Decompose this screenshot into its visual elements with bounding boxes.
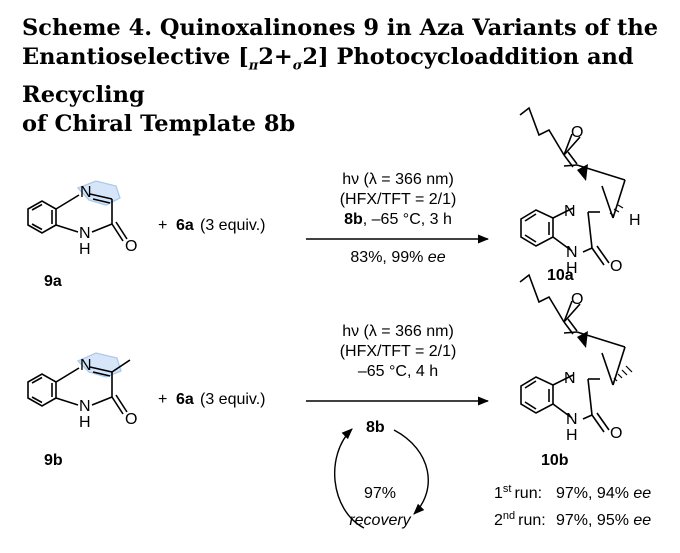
reagent-plus: + — [158, 391, 167, 408]
reagent-equiv: (3 equiv.) — [200, 217, 266, 234]
cycle-arrow-left — [334, 428, 365, 529]
structure-9a: N N H O — [27, 180, 137, 258]
compound-label-10b: 10b — [541, 452, 569, 469]
compound-label-10a: 10a — [547, 267, 574, 284]
title-line-2: Enantioselective [π2+σ2] Photocycloaddit… — [22, 44, 634, 108]
atom-n: N — [566, 411, 578, 428]
run-yield-ee: 97%, 94% ee — [556, 485, 651, 502]
condition-solvent: (HFX/TFT = 2/1) — [340, 343, 457, 360]
reagent-plus: + — [158, 217, 167, 234]
scheme-title: Scheme 4. Quinoxalinones 9 in Aza Varian… — [22, 14, 672, 139]
recovery-percent: 97% — [364, 485, 396, 502]
cycle-label-8b: 8b — [366, 419, 385, 436]
compound-label-9b: 9b — [44, 452, 63, 469]
recovery-label: recovery — [349, 512, 411, 529]
atom-o: O — [571, 291, 583, 308]
atom-h: H — [566, 260, 578, 277]
atom-o: O — [610, 258, 622, 275]
structure-10b: O N N H O — [519, 273, 633, 444]
condition-catalyst-temp: 8b, –65 °C, 3 h — [344, 211, 452, 228]
structure-10a: O N H N H O — [519, 106, 641, 277]
condition-solvent: (HFX/TFT = 2/1) — [340, 191, 457, 208]
reagent-equiv: (3 equiv.) — [200, 391, 266, 408]
atom-n: N — [80, 184, 92, 201]
cycle-arrow-right — [393, 429, 429, 515]
atom-o: O — [125, 238, 137, 255]
reagent-6a: 6a — [176, 217, 194, 234]
atom-o: O — [125, 411, 137, 428]
compound-label-9a: 9a — [44, 273, 62, 290]
reagent-6a: 6a — [176, 391, 194, 408]
atom-h: H — [79, 241, 91, 258]
atom-h: H — [629, 212, 641, 229]
atom-n: N — [79, 225, 91, 242]
condition-irradiation: hν (λ = 366 nm) — [342, 171, 454, 188]
atom-n: N — [564, 203, 576, 220]
atom-n: N — [566, 244, 578, 261]
atom-h: H — [79, 414, 91, 431]
atom-o: O — [610, 425, 622, 442]
run-yield-ee: 97%, 95% ee — [556, 512, 651, 529]
atom-n: N — [79, 398, 91, 415]
atom-o: O — [571, 124, 583, 141]
title-line-1: Scheme 4. Quinoxalinones 9 in Aza Varian… — [22, 15, 659, 41]
title-line-3: of Chiral Template 8b — [22, 110, 296, 137]
atom-n: N — [564, 370, 576, 387]
condition-temp: –65 °C, 4 h — [358, 363, 438, 380]
yield-a: 83%, 99% ee — [350, 249, 445, 266]
atom-n: N — [80, 357, 92, 374]
structure-9b: N N H O — [27, 352, 137, 431]
condition-irradiation: hν (λ = 366 nm) — [342, 323, 454, 340]
atom-h: H — [566, 427, 578, 444]
